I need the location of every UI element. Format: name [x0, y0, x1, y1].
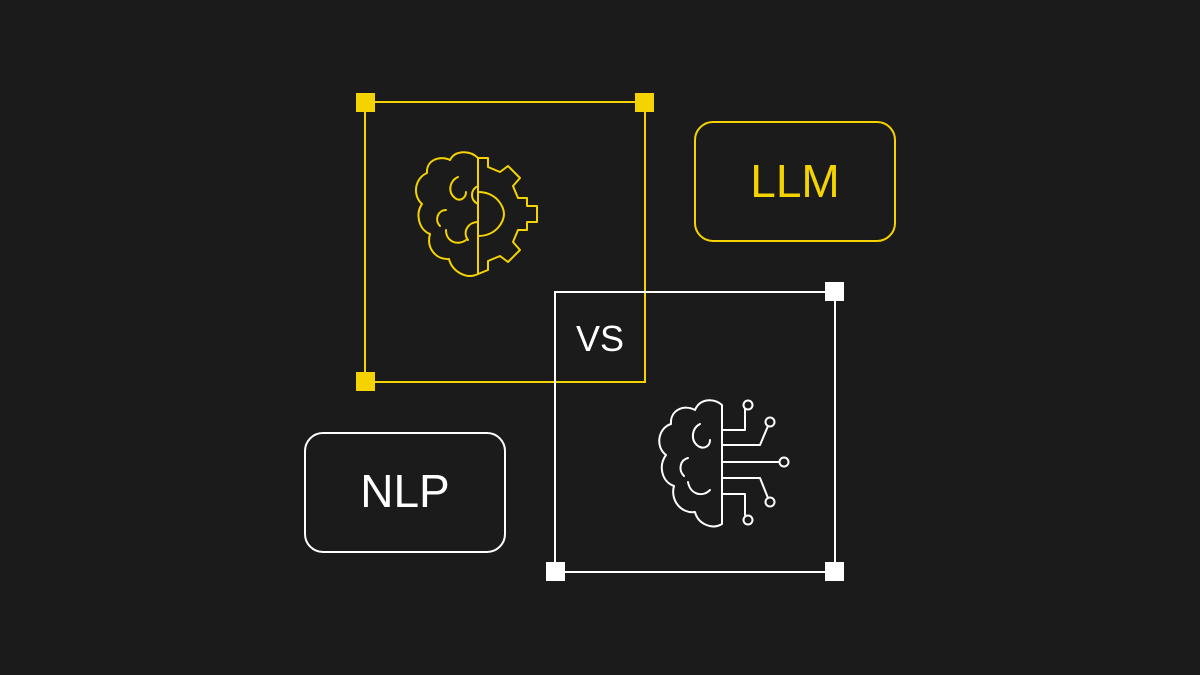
nlp-label-box: NLP: [304, 432, 506, 553]
vs-label: VS: [576, 318, 624, 359]
brain-gear-icon: [415, 151, 538, 277]
llm-label: LLM: [750, 155, 839, 207]
brain-circuit-icon: [658, 399, 790, 528]
nlp-box-border: [304, 432, 506, 553]
yellow-handle-bottom-left: [356, 372, 375, 391]
white-handle-bottom-left: [546, 562, 565, 581]
yellow-selection-frame: [356, 93, 654, 391]
nlp-label: NLP: [360, 465, 449, 517]
yellow-handle-top-right: [635, 93, 654, 112]
llm-label-box: LLM: [694, 121, 896, 242]
white-handle-bottom-right: [825, 562, 844, 581]
yellow-handle-top-left: [356, 93, 375, 112]
llm-box-border: [694, 121, 896, 242]
white-frame-border: [554, 291, 836, 573]
white-selection-frame: [546, 282, 844, 581]
yellow-frame-border: [364, 101, 646, 383]
white-handle-top-right: [825, 282, 844, 301]
